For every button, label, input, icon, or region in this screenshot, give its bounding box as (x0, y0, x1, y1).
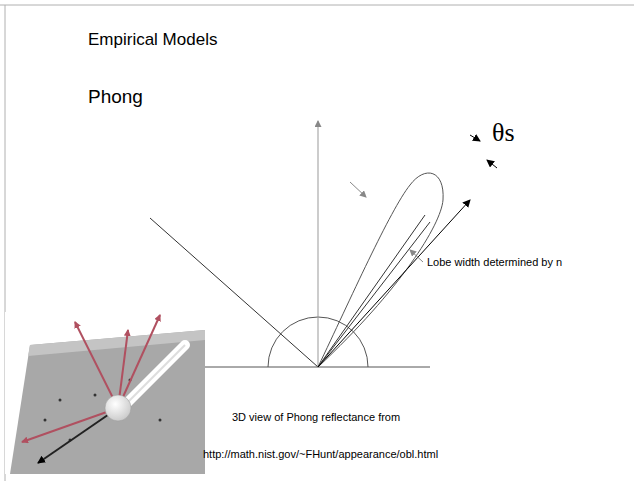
source-url: http://math.nist.gov/~FHunt/appearance/o… (203, 448, 438, 461)
lobe-note: Lobe width determined by n (427, 256, 562, 269)
angle-label: θs (492, 118, 515, 148)
image-caption: 3D view of Phong reflectance from (232, 411, 400, 424)
slide-title: Empirical Models (88, 30, 217, 50)
section-label: Phong (88, 86, 143, 108)
